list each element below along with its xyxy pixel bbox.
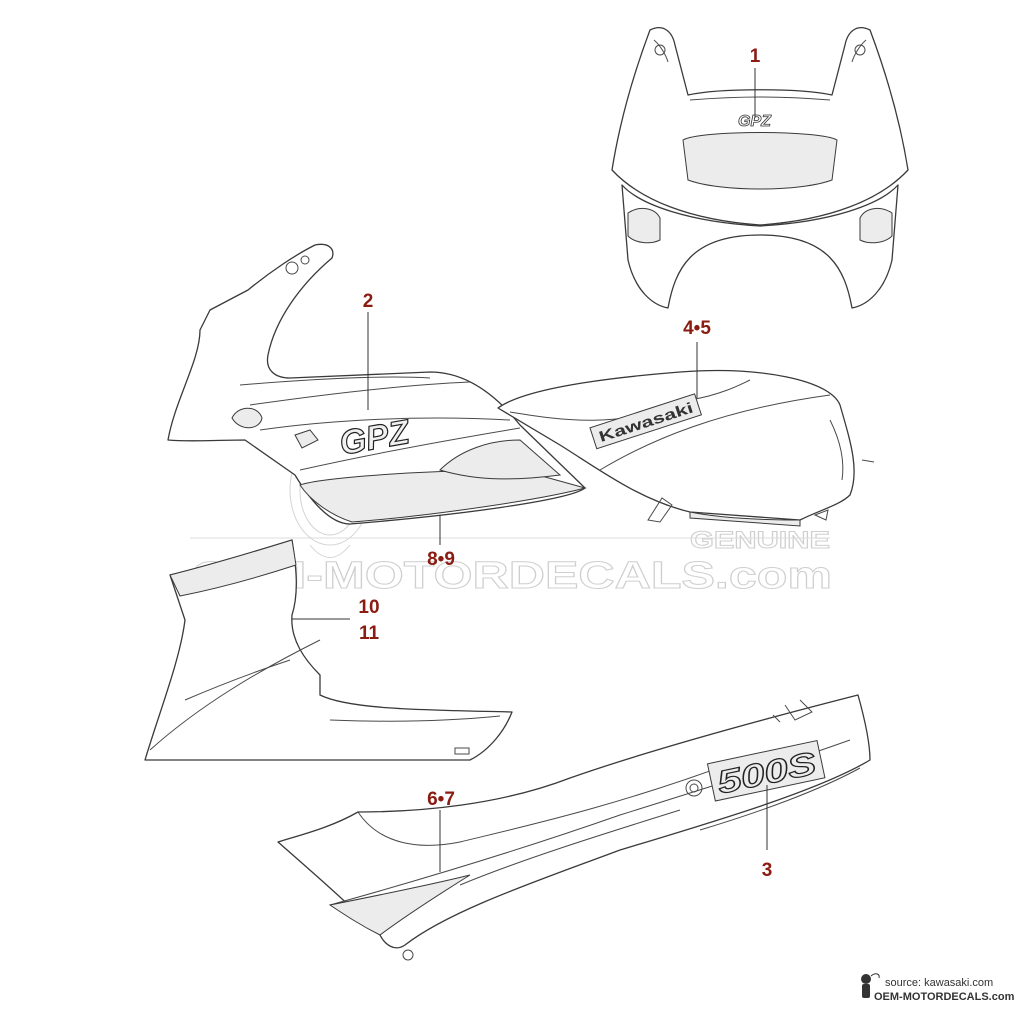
callout-8-9: 8•9 [427, 549, 455, 570]
mascot-logo-icon [861, 973, 880, 998]
fuel-tank: Kawasaki [497, 369, 875, 527]
lower-fairing [144, 539, 513, 761]
callout-3: 3 [762, 860, 773, 881]
callout-2: 2 [363, 291, 374, 312]
site-text: OEM-MOTORDECALS.com [874, 991, 1015, 1003]
watermark-text: OEM-MOTORDECALS.com [192, 555, 832, 597]
watermark-sub-text: GENUINE [690, 527, 830, 554]
callout-6-7: 6•7 [427, 789, 455, 810]
callout-1: 1 [750, 46, 761, 67]
front-upper-fairing: GPZ [611, 27, 909, 309]
side-fairing: GPZ [167, 243, 587, 525]
source-text: source: kawasaki.com [885, 977, 993, 989]
callouts: 1 2 4•5 8•9 10 11 3 6•7 [358, 46, 772, 881]
watermark: OEM-MOTORDECALS.com GENUINE [190, 434, 833, 598]
gpz-logo-small: GPZ [738, 113, 772, 130]
callout-11: 11 [359, 623, 380, 644]
source-credit: source: kawasaki.com OEM-MOTORDECALS.com [861, 973, 1015, 1003]
callout-10: 10 [358, 597, 379, 618]
callout-4-5: 4•5 [683, 318, 711, 339]
leader-lines [292, 68, 768, 872]
